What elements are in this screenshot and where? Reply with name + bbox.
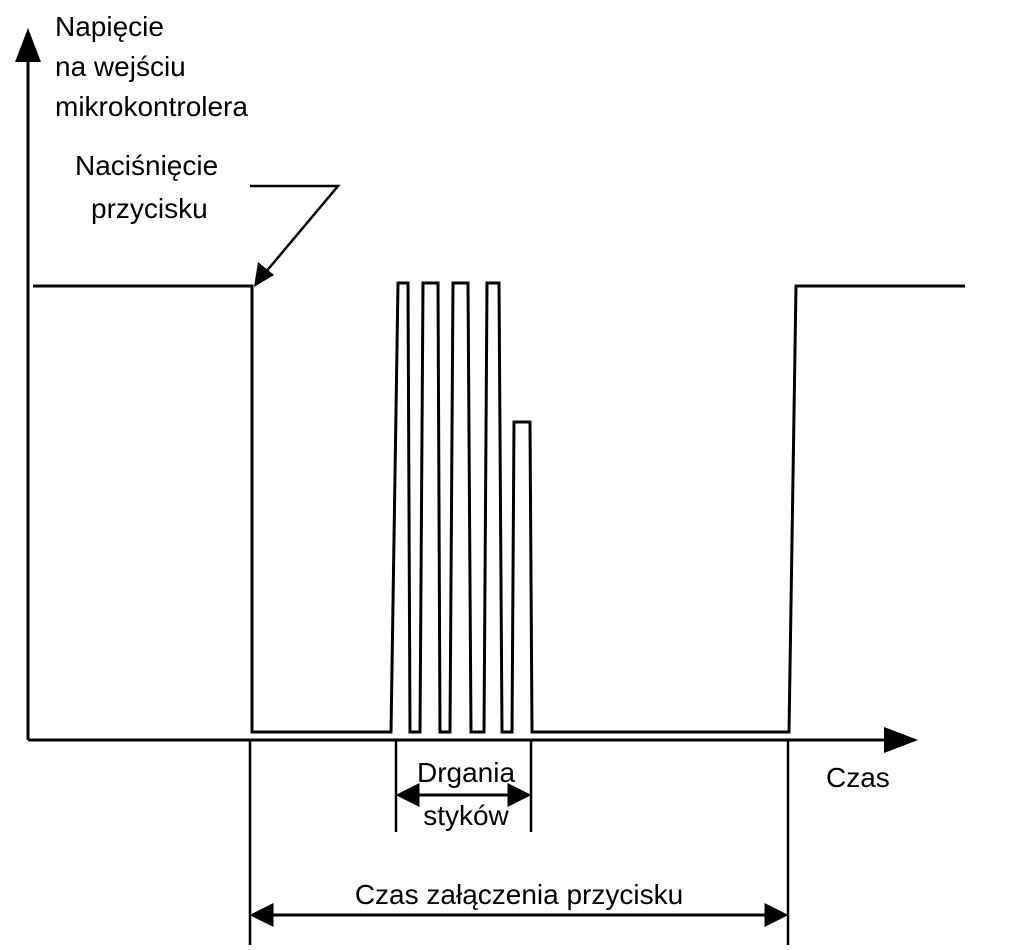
press-pointer-arrowhead xyxy=(254,262,274,287)
x-axis-label: Czas xyxy=(826,762,890,793)
bounce-label-line1: Drgania xyxy=(417,757,515,788)
press-pointer-line xyxy=(250,184,341,274)
y-axis-label-line1: Napięcie xyxy=(55,11,164,42)
press-label-line2: przycisku xyxy=(91,193,208,224)
press-duration-label: Czas załączenia przycisku xyxy=(355,879,683,910)
y-axis-label-line3: mikrokontrolera xyxy=(55,91,248,122)
y-axis-label-line2: na wejściu xyxy=(55,51,186,82)
x-axis-arrow xyxy=(884,727,918,753)
press-label-line1: Naciśnięcie xyxy=(75,150,218,181)
bounce-label-line2: styków xyxy=(423,800,509,831)
signal-waveform xyxy=(33,281,965,734)
y-axis-arrow xyxy=(15,28,41,62)
